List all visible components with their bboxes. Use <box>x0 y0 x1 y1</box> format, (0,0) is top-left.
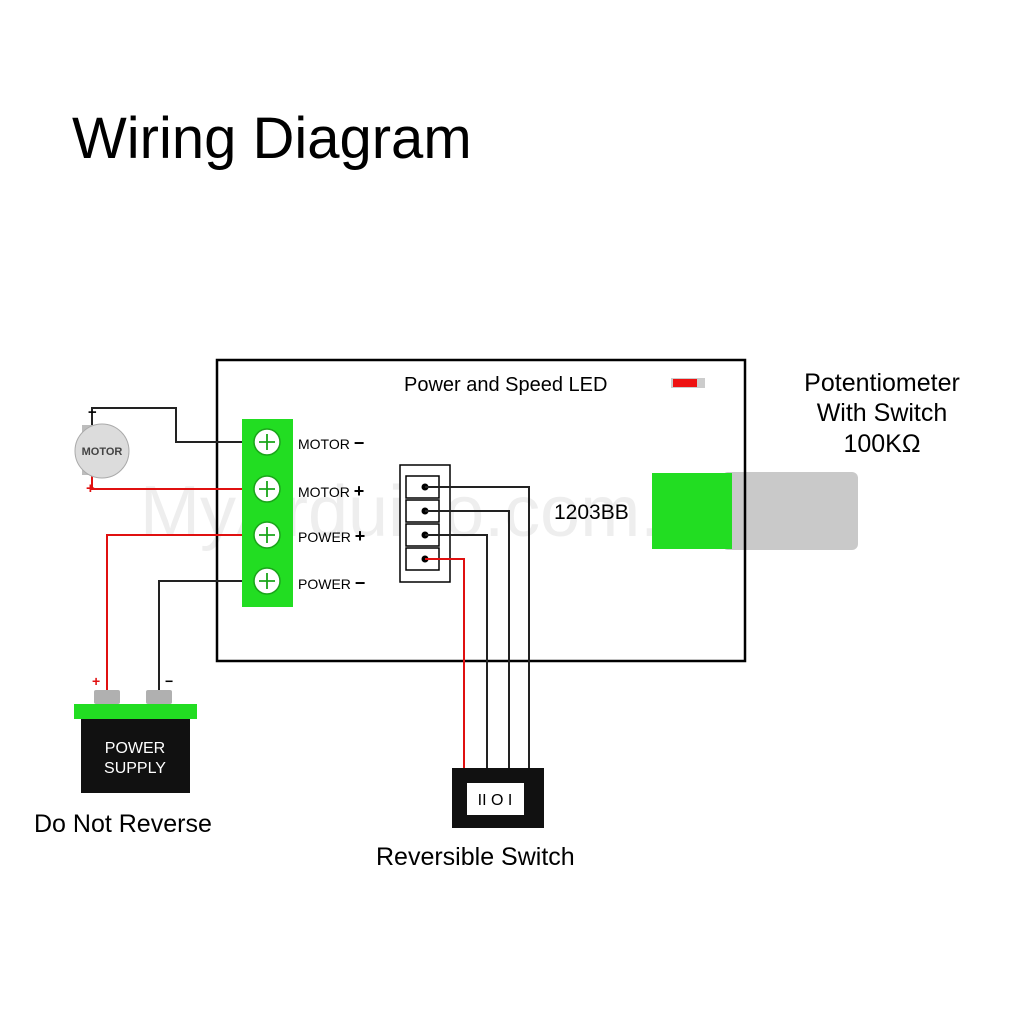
terminal-power-neg <box>253 567 281 595</box>
wire-power-pos <box>106 534 242 694</box>
potentiometer-label-line3: 100KΩ <box>843 430 920 458</box>
wire-switch-4 <box>425 558 465 768</box>
wire-power-neg <box>158 580 242 694</box>
terminal-label: POWER − <box>298 573 365 593</box>
supply-neg-sign: − <box>165 673 173 689</box>
terminal-label: POWER + <box>298 526 365 546</box>
controller-board <box>215 358 747 663</box>
wire-motor-neg <box>91 407 242 443</box>
led-label: Power and Speed LED <box>404 374 607 396</box>
wire-switch-1 <box>425 486 530 768</box>
wire-switch-3 <box>425 534 488 768</box>
supply-pos-sign: + <box>92 673 100 689</box>
model-label: 1203BB <box>554 501 629 524</box>
terminal-label: MOTOR + <box>298 481 364 501</box>
potentiometer-label-line1: Potentiometer <box>804 369 960 397</box>
motor-label: MOTOR <box>82 446 123 458</box>
supply-label-line2: SUPPLY <box>104 760 166 777</box>
wire-switch-2 <box>425 510 510 768</box>
reversible-switch <box>452 768 544 828</box>
switch-symbol: II O I <box>478 792 513 809</box>
potentiometer-body <box>652 473 732 549</box>
supply-caption: Do Not Reverse <box>34 810 212 838</box>
terminal-motor-neg <box>253 428 281 456</box>
terminal-label: MOTOR − <box>298 433 364 453</box>
switch-caption: Reversible Switch <box>376 843 575 871</box>
page-title: Wiring Diagram <box>72 106 472 171</box>
terminal-motor-pos <box>253 475 281 503</box>
power-supply <box>74 690 197 793</box>
motor-pos-sign: + <box>86 480 95 497</box>
supply-label-line1: POWER <box>105 740 165 757</box>
terminal-power-pos <box>253 521 281 549</box>
potentiometer-label-line2: With Switch <box>817 399 948 427</box>
power-speed-led <box>673 379 697 387</box>
motor-neg-sign: − <box>88 404 97 421</box>
motor <box>74 423 130 479</box>
potentiometer-shaft <box>722 472 858 550</box>
